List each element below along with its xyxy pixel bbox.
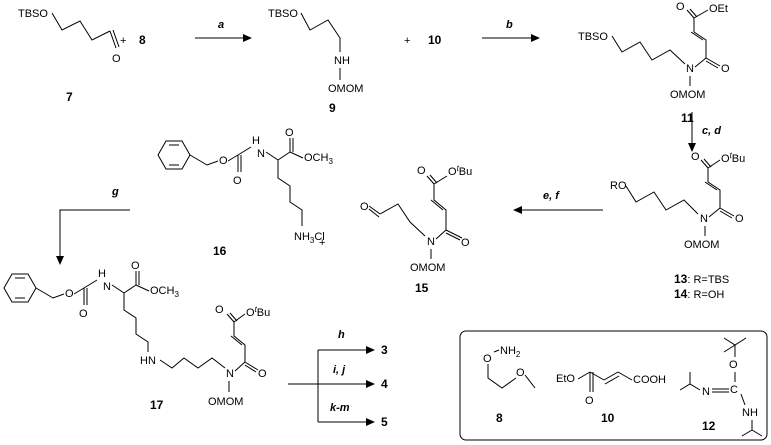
aldehyde-o-label: O [360,201,369,213]
carbamate-o-label: O [65,288,74,300]
n-label: N [686,63,694,75]
compound-15-number: 15 [415,281,429,295]
carbamate-co-label: O [79,308,88,320]
compound-9: TBSO NH OMOM 9 [268,8,363,115]
nh-label: H [98,268,106,280]
reagent-10-number: 10 [601,411,615,425]
carbonyl-o-label: O [112,53,121,65]
compound-4-number: 4 [381,377,388,391]
amide-o-label: O [735,213,744,225]
n-label: N [226,368,234,380]
reagent-box: NH2 O O 8 EtO O COOH 10 O [459,330,768,441]
arrow-step-b: b [482,19,540,42]
ester-co-label: O [131,260,140,272]
tbso-label: TBSO [18,8,48,20]
omom-label: OMOM [684,239,719,251]
compound-11-number: 11 [681,111,694,125]
ester-o-label: O [676,1,685,13]
cooh-label: COOH [633,374,666,386]
plus-sign-2: + [404,35,410,47]
compound-13-legend: 13: R=TBS [674,272,729,286]
omom-label: OMOM [328,83,363,95]
condition-cd: c, d [702,125,721,137]
amide-o-label: O [721,63,730,75]
c-label: C [730,384,738,396]
arrow-step-cd: c, d [688,112,721,152]
ester-o-label: O [417,165,426,177]
hn-label: HN [140,355,156,367]
condition-b: b [506,19,513,31]
carbonyl-o-label: O [585,395,594,407]
compound-7: TBSO O 7 [18,8,121,104]
reagent-8-number: 8 [496,411,503,425]
n-label: N [702,386,710,398]
omom-label: OMOM [670,89,705,101]
compound-10-ref: 10 [428,33,442,47]
plus-sign-1: + [120,35,126,47]
reagent-12-number: 12 [702,419,716,433]
arrow-step-g: g [56,186,130,265]
compound-11: TBSO N O O OEt OMOM 11 [578,1,730,125]
compound-17: O O H N O OCH3 HN N O O OtBu OMOM 17 [3,260,270,412]
condition-h: h [338,329,345,341]
compound-17-number: 17 [150,398,164,412]
ester-co-label: O [285,127,294,139]
compound-7-number: 7 [66,90,73,104]
omom-label: OMOM [410,262,445,274]
n-label: N [103,281,111,293]
tbso-label: TBSO [268,8,298,20]
compound-8-ref: 8 [139,33,146,47]
amide-o-label: O [258,368,267,380]
compound-15: O N O O OtBu OMOM 15 [360,164,472,295]
otbu-label: OtBu [246,305,270,319]
reagent-12: O C N NH 12 [679,337,763,437]
oet-label: OEt [709,3,728,15]
o-label: O [729,359,738,371]
nh2-label: NH2 [500,345,521,359]
n-label: N [257,148,265,160]
compound-14-legend: 14: R=OH [674,287,724,301]
condition-g: g [111,186,119,198]
otbu-label: OtBu [448,164,472,178]
nh-label: NH [742,407,758,419]
ro-label: RO [610,180,627,192]
carbamate-co-label: O [233,175,242,187]
condition-a: a [218,19,224,31]
reagent-8: NH2 O O 8 [483,345,536,425]
otbu-label: OtBu [721,151,745,165]
carbamate-o-label: O [219,155,228,167]
o-label-2: O [516,367,525,379]
nh-label: H [252,135,260,147]
condition-ij: i, j [333,364,346,376]
eto-label: EtO [556,373,575,385]
compound-16: O O H N O OCH3 NH3Cl 16 [157,127,333,258]
tbso-label: TBSO [578,31,608,43]
compound-5-number: 5 [381,415,388,429]
ester-o-label: O [691,151,700,163]
nh3cl-label: NH3Cl [294,231,325,245]
condition-km: k-m [330,402,350,414]
ester-o-label: O [215,304,224,316]
n-label: N [427,236,435,248]
omom-label: OMOM [208,396,243,408]
arrow-steps-final: h i, j k-m [288,329,375,426]
compound-9-number: 9 [329,101,336,115]
o-label-1: O [483,353,492,365]
n-label: N [700,213,708,225]
amide-o-label: O [461,237,470,249]
och3-label: OCH3 [150,285,179,299]
compound-3-number: 3 [381,343,388,357]
nh-label: NH [334,55,350,67]
plus-sign-3: + [319,237,325,249]
arrow-step-a: a [195,19,252,42]
compound-13-14: RO N O O OtBu OMOM 13: R=TBS 14: R=OH [610,151,745,301]
reagent-10: EtO O COOH 10 [556,371,666,425]
och3-label: OCH3 [304,152,333,166]
arrow-step-ef: e, f [513,190,603,214]
compound-16-number: 16 [213,244,227,258]
condition-ef: e, f [543,190,560,202]
